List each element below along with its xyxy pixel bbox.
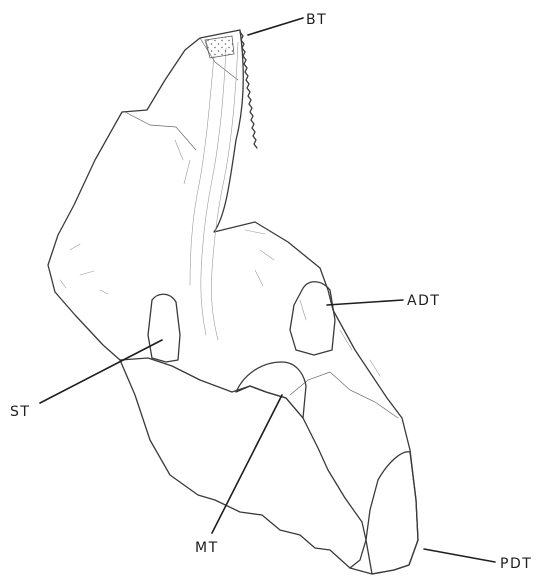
pdt-tooth: [366, 452, 418, 574]
bt-tooth-stipple: [206, 36, 234, 58]
label-pdt: PDT: [500, 556, 532, 572]
st-leader: [40, 340, 162, 403]
crack-line-1: [125, 112, 196, 150]
st-tooth: [148, 294, 180, 362]
tooth-ridge-2: [201, 48, 226, 335]
tooth-ridge: [211, 42, 238, 340]
label-st: ST: [10, 404, 30, 420]
bt-leader: [248, 18, 303, 35]
adt-leader: [327, 300, 403, 305]
label-mt: MT: [195, 540, 219, 556]
tooth-ridge-3: [190, 56, 214, 285]
pdt-leader: [424, 549, 495, 562]
matrix-inner-outline: [290, 372, 398, 418]
label-bt: BT: [306, 12, 327, 28]
label-adt: ADT: [407, 293, 440, 309]
surface-texture-1: [60, 140, 190, 294]
